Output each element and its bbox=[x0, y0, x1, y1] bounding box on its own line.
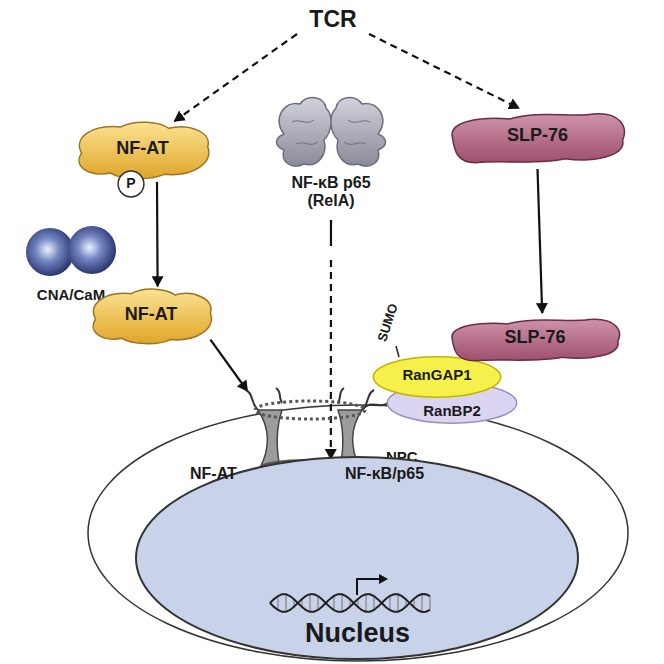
sph-shape bbox=[12, 220, 130, 280]
signal-arrow bbox=[330, 220, 331, 459]
node-text: RanBP2 bbox=[423, 402, 481, 419]
arrow-line bbox=[330, 260, 332, 459]
signal-arrow bbox=[157, 182, 159, 286]
phosphate-circle: P bbox=[117, 170, 145, 198]
signal-arrow bbox=[210, 340, 247, 391]
protein-blob: NF-ATP bbox=[70, 118, 215, 182]
signal-arrow bbox=[174, 34, 297, 121]
protein-blob: NF-AT bbox=[85, 285, 217, 347]
protein-blob: SLP-76 bbox=[445, 312, 625, 366]
node-text: NF-κB/p65 bbox=[345, 465, 424, 483]
node-text: Nucleus bbox=[305, 618, 410, 649]
node-text: NF-AT bbox=[116, 138, 169, 159]
protein-blob: SLP-76 bbox=[445, 105, 630, 169]
node-text: SLP-76 bbox=[504, 327, 565, 348]
arrow-segment bbox=[330, 220, 332, 246]
receptor-label: TCR bbox=[297, 4, 369, 34]
arrow-line bbox=[156, 182, 159, 286]
arrow-line bbox=[369, 34, 519, 108]
node-text: NF-AT bbox=[125, 304, 178, 325]
node-text: P bbox=[126, 175, 135, 191]
modifier-label: SUMO bbox=[374, 301, 400, 343]
cell-membrane bbox=[88, 405, 628, 661]
protein-ellipse: RanGAP1 bbox=[372, 356, 502, 398]
node-text: CNA/CaM bbox=[37, 286, 105, 303]
arrow-line bbox=[174, 34, 297, 121]
protein-dimer: NF-κB p65 (RelA) bbox=[262, 92, 400, 220]
node-text: TCR bbox=[309, 6, 356, 32]
signal-arrow bbox=[538, 169, 543, 313]
node-text: SLP-76 bbox=[507, 125, 568, 146]
sumo-tick bbox=[396, 346, 399, 357]
signal-arrow bbox=[369, 34, 519, 108]
node-text: NF-AT bbox=[190, 465, 237, 483]
arrow-line bbox=[210, 340, 247, 391]
nucleus: NF-AT NF-κB/p65Nucleus bbox=[135, 455, 580, 660]
arrow-line bbox=[538, 169, 543, 313]
node-text: NF-κB p65 (RelA) bbox=[275, 174, 387, 211]
node-text: RanGAP1 bbox=[402, 366, 471, 383]
p65-shape bbox=[262, 92, 400, 170]
